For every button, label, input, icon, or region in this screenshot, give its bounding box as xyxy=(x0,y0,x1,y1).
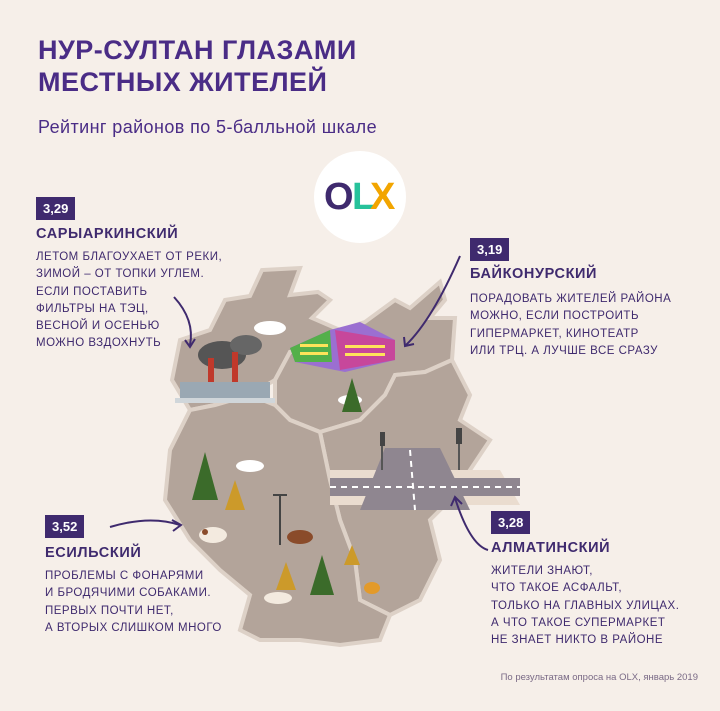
mall-illustration xyxy=(290,322,395,372)
page-subtitle: Рейтинг районов по 5-балльной шкале xyxy=(38,117,377,137)
district-name-almaty: АЛМАТИНСКИЙ xyxy=(491,540,611,556)
olx-logo: O L X xyxy=(324,176,396,218)
factory-illustration xyxy=(175,335,275,403)
logo-letter-l: L xyxy=(352,176,375,218)
trees xyxy=(192,378,362,595)
rating-badge-baikonur: 3,19 xyxy=(470,238,510,261)
district-desc-esil: ПРОБЛЕМЫ С ФОНАРЯМИ И БРОДЯЧИМИ СОБАКАМИ… xyxy=(45,570,222,634)
district-desc-almaty: ЖИТЕЛИ ЗНАЮТ, ЧТО ТАКОЕ АСФАЛЬТ, ТОЛЬКО … xyxy=(491,565,680,647)
district-name-saryarka: САРЫАРКИНСКИЙ xyxy=(36,226,179,242)
district-name-esil: ЕСИЛЬСКИЙ xyxy=(45,545,142,561)
logo-letter-o: O xyxy=(324,176,354,218)
footer-note: По результатам опроса на OLX, январь 201… xyxy=(500,672,698,683)
olx-logo-circle: O L X xyxy=(314,151,406,243)
rating-badge-almaty: 3,28 xyxy=(491,511,531,534)
district-esil-shape xyxy=(162,392,393,648)
district-desc-baikonur: ПОРАДОВАТЬ ЖИТЕЛЕЙ РАЙОНА МОЖНО, ЕСЛИ ПО… xyxy=(470,293,672,357)
district-name-baikonur: БАЙКОНУРСКИЙ xyxy=(470,266,598,282)
callout-arrows xyxy=(109,255,489,551)
rating-badge-saryarka: 3,29 xyxy=(36,197,76,220)
logo-letter-x: X xyxy=(370,176,396,218)
page-title: НУР-СУЛТАН ГЛАЗАМИ МЕСТНЫХ ЖИТЕЛЕЙ xyxy=(38,35,357,97)
district-desc-saryarka: ЛЕТОМ БЛАГОУХАЕТ ОТ РЕКИ, ЗИМОЙ – ОТ ТОП… xyxy=(36,251,223,350)
rating-badge-esil: 3,52 xyxy=(45,515,85,538)
crossroad-illustration xyxy=(330,428,520,511)
streetlamp xyxy=(273,494,287,545)
dogs xyxy=(199,527,380,604)
